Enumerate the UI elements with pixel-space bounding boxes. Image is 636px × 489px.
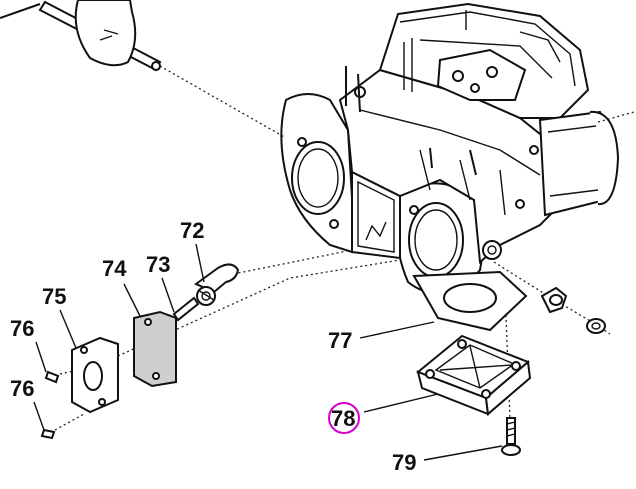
linkage-shaft xyxy=(0,0,162,72)
label-79: 79 xyxy=(392,450,416,475)
washer-part xyxy=(586,318,606,334)
label-74: 74 xyxy=(102,256,127,281)
label-77: 77 xyxy=(328,328,352,353)
carburetor-body xyxy=(280,2,620,295)
label-73: 73 xyxy=(146,252,170,277)
gasket-plate-part xyxy=(71,336,119,414)
label-76-lower: 76 xyxy=(10,376,34,401)
label-72: 72 xyxy=(180,218,204,243)
spring-pin-part xyxy=(172,296,200,322)
bushing-part xyxy=(540,286,568,314)
lever-part xyxy=(194,263,240,306)
screw-part-upper xyxy=(44,370,60,384)
label-75: 75 xyxy=(42,284,66,309)
highlight-circle-78 xyxy=(328,402,360,434)
grey-plate-part xyxy=(133,310,177,388)
flange-gasket-part xyxy=(412,270,528,332)
float-cover-part xyxy=(416,334,532,416)
label-78: 78 xyxy=(331,406,355,431)
bottom-screw-part xyxy=(501,417,521,456)
label-76-upper: 76 xyxy=(10,316,34,341)
leader-lines xyxy=(33,243,503,461)
screw-part-lower xyxy=(40,428,56,440)
